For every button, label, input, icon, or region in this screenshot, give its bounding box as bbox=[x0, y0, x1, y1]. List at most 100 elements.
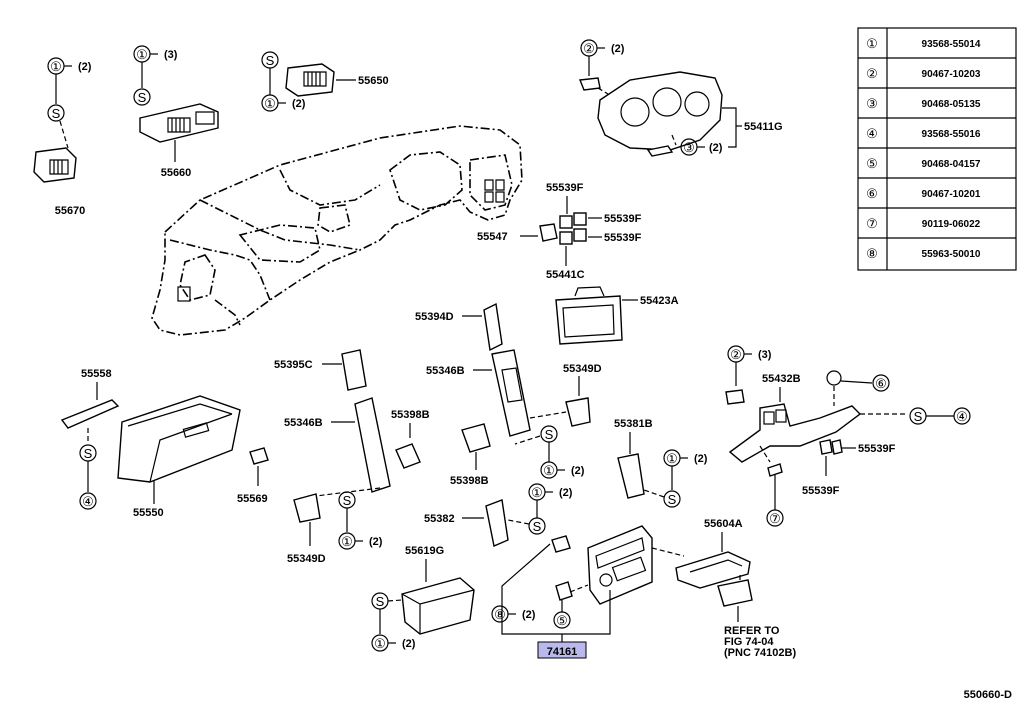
screw-label: S bbox=[376, 594, 385, 609]
callout-qty: (2) bbox=[571, 465, 585, 477]
callout-qty: (2) bbox=[369, 536, 383, 548]
part-number-55382: 55382 bbox=[424, 513, 455, 525]
part-number-55411g: 55411G bbox=[744, 121, 783, 133]
legend-row-number: ④ bbox=[866, 126, 878, 141]
part-number-55650: 55650 bbox=[358, 75, 389, 87]
callout-number: ① bbox=[374, 636, 386, 651]
left-cover-group: 55395C 55346B 55349D S ① (2) bbox=[274, 349, 391, 565]
highlighted-part-box[interactable] bbox=[537, 641, 587, 659]
callout-qty: (2) bbox=[402, 638, 416, 650]
callout-qty: (2) bbox=[694, 453, 708, 465]
legend-row-number: ⑧ bbox=[866, 246, 878, 261]
legend-row: ⑧ 55963-50010 bbox=[866, 246, 981, 261]
callout-number: ④ bbox=[956, 409, 968, 424]
callout-qty: (2) bbox=[611, 43, 625, 55]
part-number-55398b: 55398B bbox=[391, 409, 430, 421]
callout-number: ① bbox=[136, 47, 148, 62]
part-number-55346b: 55346B bbox=[426, 365, 465, 377]
callout-number: ① bbox=[264, 96, 276, 111]
callout-number: ⑥ bbox=[875, 376, 887, 391]
legend-row: ⑤ 90468-04157 bbox=[866, 156, 981, 171]
part-number-55619g: 55619G bbox=[405, 545, 444, 557]
callout-number: ③ bbox=[683, 140, 695, 155]
legend-row-number: ② bbox=[866, 66, 878, 81]
screw-label: S bbox=[84, 446, 93, 461]
vent-55660-group: ① (3) S 55660 bbox=[133, 45, 219, 179]
callout-number: ① bbox=[50, 59, 62, 74]
part-number-55346b: 55346B bbox=[284, 417, 323, 429]
screw-label: S bbox=[668, 492, 677, 507]
legend-table: ① 93568-55014 ② 90467-10203 ③ 90468-0513… bbox=[857, 27, 1017, 271]
callout-number: ② bbox=[730, 347, 742, 362]
bracket-55382-group: 55382 ① (2) S bbox=[424, 483, 573, 547]
screw-label: S bbox=[545, 427, 554, 442]
callout-qty: (2) bbox=[522, 609, 536, 621]
callout-number: ② bbox=[583, 41, 595, 56]
bracket-55398b-group: 55398B 55398B S ① (2) bbox=[391, 409, 585, 487]
callout-number: ⑦ bbox=[769, 511, 781, 526]
part-number-55381b: 55381B bbox=[614, 418, 653, 430]
legend-row: ⑥ 90467-10201 bbox=[866, 186, 981, 201]
legend-row: ① 93568-55014 bbox=[866, 36, 981, 51]
callout-qty: (2) bbox=[292, 98, 306, 110]
bezel-55423a-group: 55423A bbox=[555, 286, 679, 345]
part-number-55395c: 55395C bbox=[274, 359, 313, 371]
legend-row-number: ⑥ bbox=[866, 186, 878, 201]
part-number-55660: 55660 bbox=[161, 167, 192, 179]
part-number-55394d: 55394D bbox=[415, 311, 454, 323]
callout-number: ⑧ bbox=[494, 607, 506, 622]
legend-row-number: ① bbox=[866, 36, 878, 51]
legend-row-part: 93568-55016 bbox=[922, 129, 981, 140]
box-55619g-group: 55619G S ① (2) bbox=[371, 545, 475, 652]
part-number-55539f: 55539F bbox=[604, 232, 642, 244]
callout-qty: (2) bbox=[709, 142, 723, 154]
vent-55650-group: S ① (2) 55650 bbox=[261, 51, 389, 112]
refer-pnc-text: (PNC 74102B) bbox=[724, 647, 796, 659]
legend-row-number: ⑤ bbox=[866, 156, 878, 171]
callout-qty: (2) bbox=[78, 61, 92, 73]
switch-group: 55539F 55539F 55539F 55547 55441C bbox=[477, 182, 642, 281]
legend-row: ② 90467-10203 bbox=[866, 66, 981, 81]
part-number-55569: 55569 bbox=[237, 493, 268, 505]
screw-label: S bbox=[914, 409, 923, 424]
center-cluster-74161-group: ⑧ (2) ⑤ 74161 bbox=[491, 525, 685, 659]
screw-label: S bbox=[138, 90, 147, 105]
part-number-55550: 55550 bbox=[133, 507, 164, 519]
part-number-55547: 55547 bbox=[477, 231, 508, 243]
vent-55670-group: ① (2) S 55670 bbox=[33, 57, 92, 217]
glove-box-group: 55558 S ④ 55550 55569 bbox=[60, 368, 269, 519]
screw-label: S bbox=[343, 493, 352, 508]
legend-row: ⑦ 90119-06022 bbox=[866, 216, 980, 231]
legend-row-part: 55963-50010 bbox=[922, 249, 981, 260]
legend-border bbox=[857, 27, 1017, 271]
callout-number: ① bbox=[543, 463, 555, 478]
part-number-55441c: 55441C bbox=[546, 269, 585, 281]
part-number-55349d: 55349D bbox=[287, 553, 326, 565]
bracket-55381b-group: 55381B ① (2) S bbox=[614, 418, 708, 508]
legend-row-part: 93568-55014 bbox=[922, 39, 981, 50]
part-number-55539f: 55539F bbox=[604, 213, 642, 225]
legend-row-number: ⑦ bbox=[866, 216, 878, 231]
legend-row: ③ 90468-05135 bbox=[866, 96, 981, 111]
legend-row-part: 90467-10203 bbox=[922, 69, 981, 80]
diagram-id: 550660-D bbox=[964, 689, 1012, 701]
cluster-panel-55411g-group: ② (2) ③ (2) 55411G bbox=[579, 39, 783, 157]
part-number-55670: 55670 bbox=[55, 205, 86, 217]
screw-label: S bbox=[52, 106, 61, 121]
center-cover-group: 55394D 55346B 55349D bbox=[415, 302, 602, 437]
part-number-55539f: 55539F bbox=[858, 443, 896, 455]
refer-to-text: REFER TO bbox=[724, 625, 780, 637]
part-number-55558: 55558 bbox=[81, 368, 112, 380]
instrument-panel-drawing bbox=[151, 125, 523, 336]
part-number-55539f: 55539F bbox=[546, 182, 584, 194]
screw-label: S bbox=[533, 519, 542, 534]
lower-panel-55432b-group: ② (3) 55432B ⑥ S ④ 55539F 55539F ⑦ bbox=[725, 345, 971, 527]
callout-qty: (3) bbox=[758, 349, 772, 361]
legend-row-part: 90468-05135 bbox=[922, 99, 981, 110]
part-number-74161[interactable]: 74161 bbox=[547, 646, 578, 658]
refer-fig-text[interactable]: FIG 74-04 bbox=[724, 636, 774, 648]
callout-number: ① bbox=[531, 485, 543, 500]
part-number-55539f: 55539F bbox=[802, 485, 840, 497]
screw-symbol bbox=[47, 104, 65, 122]
legend-row-number: ③ bbox=[866, 96, 878, 111]
